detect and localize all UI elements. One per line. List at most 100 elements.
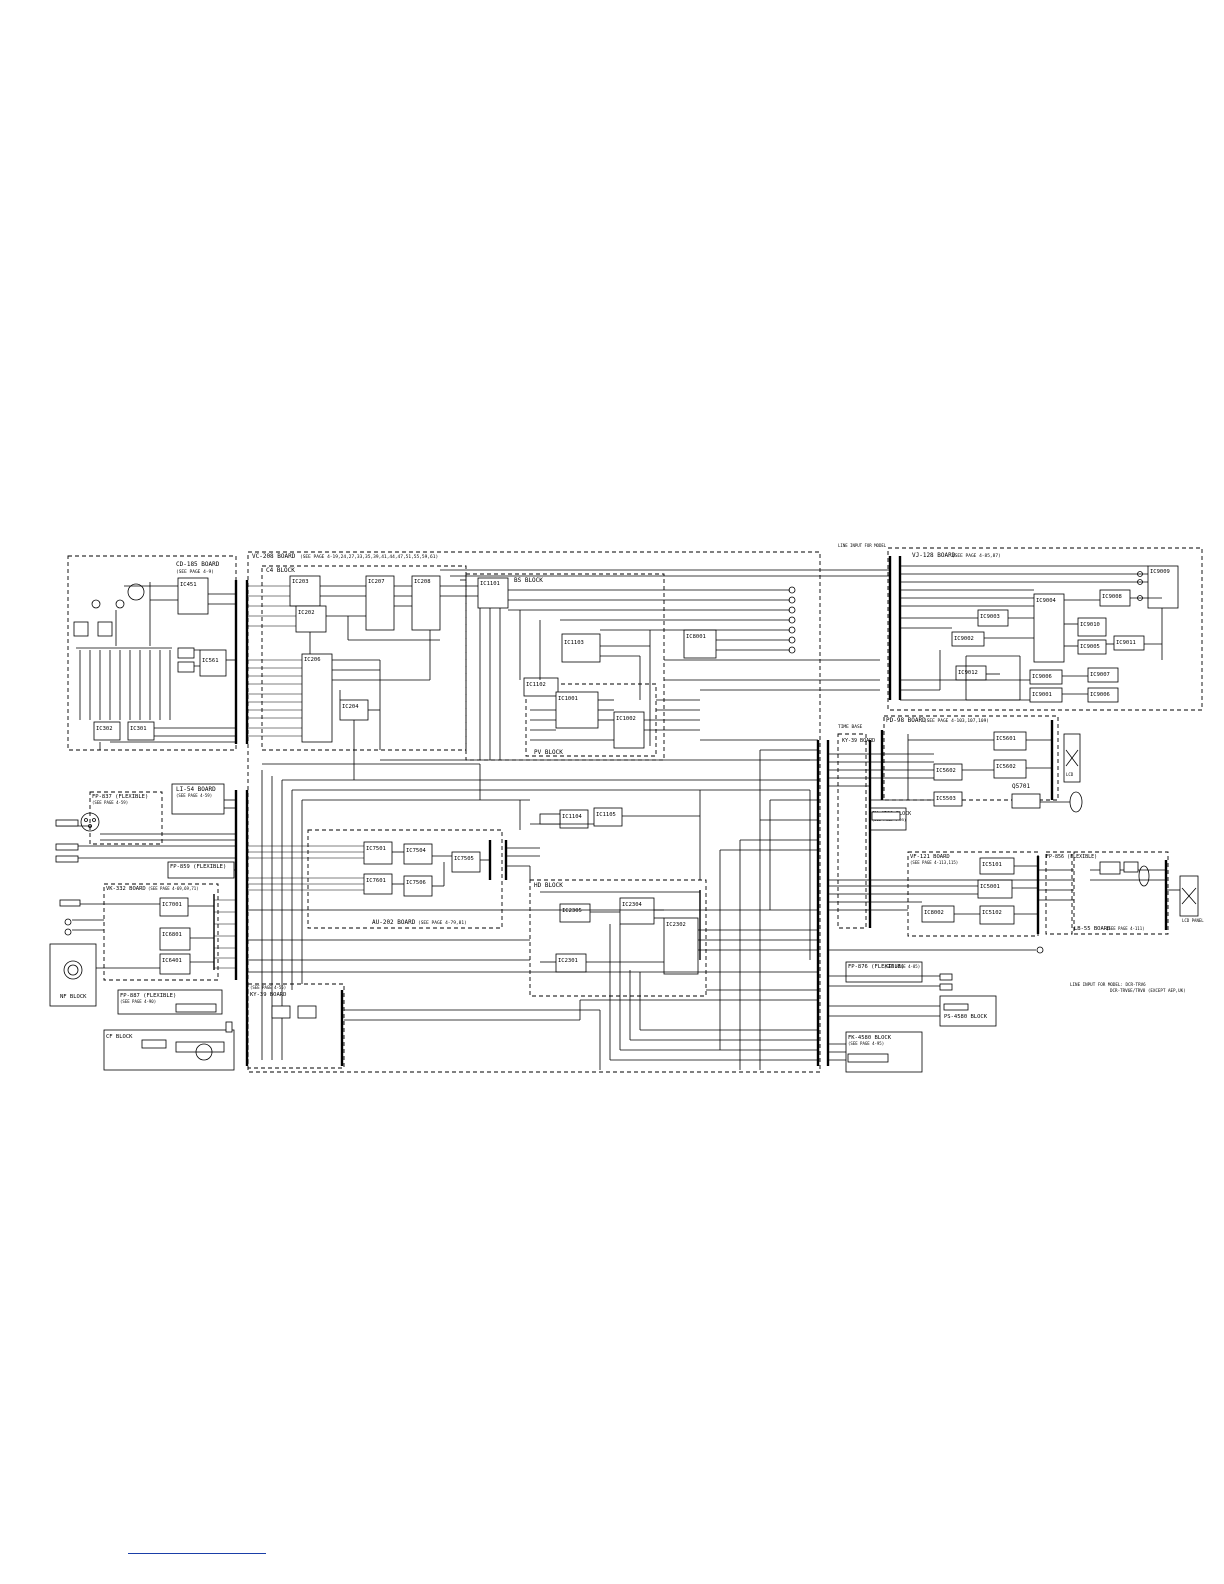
svg-text:IC7501: IC7501 <box>366 846 386 852</box>
li-54-ref: (SEE PAGE 4-59) <box>176 793 212 798</box>
svg-text:IC203: IC203 <box>292 579 309 585</box>
connector-buses <box>213 556 1168 1066</box>
svg-text:IC2304: IC2304 <box>622 902 643 908</box>
svg-text:IC1105: IC1105 <box>596 812 616 818</box>
ic561: IC561 <box>199 649 227 677</box>
fp-887-ref: (SEE PAGE 4-90) <box>120 999 156 1004</box>
vj-128-board: VJ-128 BOARD (SEE PAGE 4-85,87) LINE INP… <box>838 543 1203 711</box>
svg-text:IC202: IC202 <box>298 610 315 616</box>
ic9012: IC9012 <box>955 665 987 681</box>
svg-text:IC561: IC561 <box>202 658 219 664</box>
svg-text:IC208: IC208 <box>414 579 431 585</box>
ic9003: IC9003 <box>977 609 1009 627</box>
vc-208-board-ref: (SEE PAGE 4-19,24,27,33,35,39,41,44,47,5… <box>300 554 438 560</box>
ic5601: IC5601 <box>993 731 1027 751</box>
svg-text:IC9008: IC9008 <box>1102 594 1122 600</box>
vj-128-ref: (SEE PAGE 4-85,87) <box>952 553 1001 559</box>
pd-98-ref: (SEE PAGE 4-103,107,109) <box>924 718 989 724</box>
ic9004: IC9004 <box>1033 593 1065 663</box>
svg-text:IC1002: IC1002 <box>616 716 636 722</box>
cd-185-title: CD-185 BOARD <box>176 561 220 568</box>
li-54-title: LI-54 BOARD <box>176 786 216 793</box>
fk-4580-ref: (SEE PAGE 4-95) <box>848 1041 884 1046</box>
ic1103: IC1103 <box>561 633 601 663</box>
vk-332-title: VK-332 BOARD <box>106 886 146 892</box>
ic7601: IC7601 <box>363 873 393 895</box>
ps-4580-title: PS-4580 BLOCK <box>944 1014 988 1020</box>
svg-text:IC207: IC207 <box>368 579 385 585</box>
ic9010: IC9010 <box>1077 617 1107 637</box>
svg-text:IC5001: IC5001 <box>980 884 1000 890</box>
svg-text:IC2301: IC2301 <box>558 958 578 964</box>
ic9006: IC9006 <box>1029 669 1063 685</box>
svg-text:IC1104: IC1104 <box>562 814 583 820</box>
line-input-note-top: LINE INPUT FOR MODEL <box>838 543 887 548</box>
pd-98-board: PD-98 BOARD (SEE PAGE 4-103,107,109) <box>883 715 1059 801</box>
hd-block: HD BLOCK <box>529 879 707 997</box>
svg-text:IC1103: IC1103 <box>564 640 584 646</box>
ic5503: IC5503 <box>933 791 963 807</box>
ic5602b: IC5602 <box>993 759 1027 779</box>
ic9007: IC9007 <box>1087 667 1119 683</box>
ic7505: IC7505 <box>451 851 481 873</box>
ic2305: IC2305 <box>559 903 591 923</box>
nf-block-title: NF BLOCK <box>60 994 87 1000</box>
bs-block-title: BS BLOCK <box>514 577 543 584</box>
ic-boxes: IC451 IC561 IC302 IC301 IC203 IC207 IC20… <box>93 565 1179 975</box>
pd-98-title: PD-98 BOARD <box>886 717 926 724</box>
fp-856-title: FP-856 (FLEXIBLE) <box>1046 854 1097 860</box>
ic202: IC202 <box>295 605 327 633</box>
line-input-note-bottom-2: DCR-TRV6E/TRV8 (EXCEPT AEP,UK) <box>1110 988 1186 993</box>
cf-block-title: CF BLOCK <box>106 1034 133 1040</box>
svg-text:IC7505: IC7505 <box>454 856 474 862</box>
c4-block-title: C4 BLOCK <box>266 567 295 574</box>
svg-text:IC302: IC302 <box>96 726 113 732</box>
svg-text:IC451: IC451 <box>180 582 197 588</box>
svg-text:Q5701: Q5701 <box>1012 783 1030 790</box>
ic6801: IC6801 <box>159 927 191 951</box>
nf-block: NF BLOCK <box>49 943 97 1007</box>
svg-text:IC9006: IC9006 <box>1032 674 1052 680</box>
svg-text:IC5102: IC5102 <box>982 910 1002 916</box>
svg-text:IC5602: IC5602 <box>996 764 1016 770</box>
svg-text:IC9009: IC9009 <box>1150 569 1170 575</box>
ic9009: IC9009 <box>1147 565 1179 609</box>
fp-887-title: FP-887 (FLEXIBLE) <box>120 993 176 999</box>
fp-859-title: FP-859 (FLEXIBLE) <box>170 864 226 870</box>
hd-block-title: HD BLOCK <box>534 882 563 889</box>
svg-text:IC9006: IC9006 <box>1090 692 1110 698</box>
ic207: IC207 <box>365 575 395 631</box>
ic9006b: IC9006 <box>1087 687 1119 703</box>
time-base-label: TIME BASE <box>838 724 863 730</box>
svg-text:IC7001: IC7001 <box>162 902 182 908</box>
ic1105: IC1105 <box>593 807 623 827</box>
svg-text:IC2302: IC2302 <box>666 922 686 928</box>
ic5102: IC5102 <box>979 905 1015 925</box>
signal-wiring <box>55 565 1199 1070</box>
ic9011: IC9011 <box>1113 635 1145 651</box>
line-input-note-bottom: LINE INPUT FOR MODEL: DCR-TRV6 <box>1070 982 1146 987</box>
svg-text:IC9004: IC9004 <box>1036 598 1057 604</box>
cd-185-board: CD-185 BOARD (SEE PAGE 4-9) <box>67 555 237 751</box>
svg-text:IC204: IC204 <box>342 704 359 710</box>
ky-39-board-a: TIME BASE KY-39 BOARD <box>837 724 875 929</box>
ic206: IC206 <box>301 653 333 743</box>
fk-4580-title: FK-4580 BLOCK <box>848 1035 892 1041</box>
ic5602: IC5602 <box>933 763 963 781</box>
svg-text:IC9012: IC9012 <box>958 670 978 676</box>
svg-text:IC9005: IC9005 <box>1080 644 1100 650</box>
ic204: IC204 <box>339 699 369 721</box>
fp-876-ref: (SEE PAGE 4-85) <box>884 964 920 969</box>
vk-332-ref: (SEE PAGE 4-69,69,71) <box>148 886 199 891</box>
ic203: IC203 <box>289 575 321 607</box>
c4-block: C4 BLOCK <box>261 565 467 751</box>
ic208: IC208 <box>411 575 441 631</box>
svg-text:IC5101: IC5101 <box>982 862 1002 868</box>
au-202-ref: (SEE PAGE 4-79,81) <box>418 920 467 926</box>
ic7506: IC7506 <box>403 875 433 897</box>
svg-text:IC9010: IC9010 <box>1080 622 1100 628</box>
fp-837-title: FP-837 (FLEXIBLE) <box>92 794 148 800</box>
lb-55-title: LB-55 BOARD <box>1074 926 1110 932</box>
vc-208-board-title: VC-208 BOARD <box>252 553 296 560</box>
